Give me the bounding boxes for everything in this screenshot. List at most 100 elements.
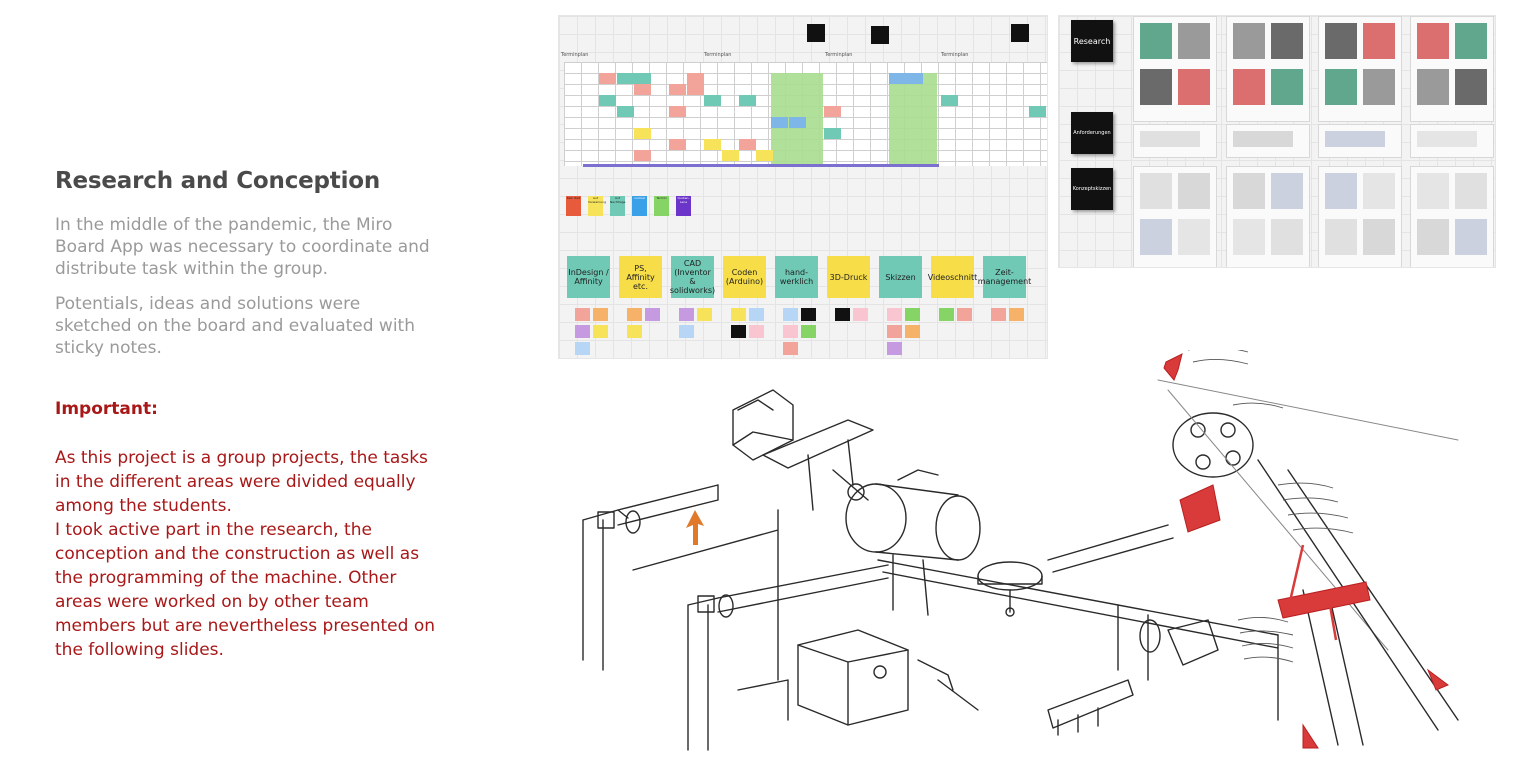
assignment-sticky-note xyxy=(835,308,850,321)
board-note-requirements: Anforderungen xyxy=(1071,112,1113,154)
frame-thumbnail xyxy=(1325,23,1357,59)
frame-thumbnail xyxy=(1178,69,1210,105)
schedule-section-label: Terminplan xyxy=(941,52,969,58)
schedule-cell xyxy=(669,106,686,117)
board-frame xyxy=(1226,124,1310,158)
assignment-sticky-note xyxy=(939,308,954,321)
schedule-cell xyxy=(634,128,651,139)
schedule-cell xyxy=(669,139,686,150)
intro-paragraph: In the middle of the pandemic, the Miro … xyxy=(55,215,430,279)
miro-board-research: Research Anforderungen Konzeptskizzen xyxy=(1058,15,1496,268)
assignment-sticky-note xyxy=(801,325,816,338)
assignment-sticky-note xyxy=(887,308,902,321)
assignment-sticky-note xyxy=(627,325,642,338)
task-sticky-note: Coden (Arduino) xyxy=(723,256,766,298)
frame-thumbnail xyxy=(1140,131,1200,147)
assignment-sticky-note xyxy=(887,325,902,338)
frame-thumbnail xyxy=(1140,23,1172,59)
assignment-sticky-note xyxy=(783,308,798,321)
legend-sticky-note: normal xyxy=(632,196,647,216)
frame-thumbnail xyxy=(1178,219,1210,255)
schedule-cell xyxy=(889,73,906,84)
frame-thumbnail xyxy=(1325,219,1357,255)
assignment-sticky-note xyxy=(749,308,764,321)
assignment-sticky-note xyxy=(627,308,642,321)
schedule-cell xyxy=(617,106,634,117)
assignment-sticky-note xyxy=(731,308,746,321)
assignment-sticky-note xyxy=(749,325,764,338)
assignment-sticky-note xyxy=(575,308,590,321)
important-heading: Important: xyxy=(55,399,158,419)
schedule-cell xyxy=(789,117,806,128)
schedule-cell xyxy=(687,73,704,84)
schedule-timeline-bar xyxy=(583,164,939,167)
frame-thumbnail xyxy=(1325,131,1385,147)
assignment-sticky-note xyxy=(905,325,920,338)
frame-thumbnail xyxy=(1417,69,1449,105)
frame-thumbnail xyxy=(1178,23,1210,59)
assignment-sticky-note xyxy=(679,308,694,321)
frame-thumbnail xyxy=(1455,219,1487,255)
assignment-sticky-note xyxy=(679,325,694,338)
task-sticky-note: InDesign / Affinity xyxy=(567,256,610,298)
frame-thumbnail xyxy=(1233,219,1265,255)
schedule-cell xyxy=(617,73,634,84)
schedule-cell xyxy=(634,84,651,95)
schedule-cell xyxy=(771,117,788,128)
schedule-callout-note xyxy=(807,24,825,42)
page-title: Research and Conception xyxy=(55,168,381,194)
sticky-notes-paragraph: Potentials, ideas and solutions were ske… xyxy=(55,294,415,358)
assignment-sticky-note xyxy=(905,308,920,321)
assignment-sticky-note xyxy=(593,308,608,321)
assignment-sticky-note xyxy=(957,308,972,321)
frame-thumbnail xyxy=(1417,23,1449,59)
assignment-sticky-note xyxy=(801,308,816,321)
legend-sticky-note: Termin xyxy=(654,196,669,216)
schedule-cell xyxy=(906,73,923,84)
schedule-cell xyxy=(704,95,721,106)
frame-thumbnail xyxy=(1233,69,1265,105)
frame-thumbnail xyxy=(1417,131,1477,147)
schedule-cell xyxy=(824,106,841,117)
assignment-sticky-note xyxy=(645,308,660,321)
assignment-sticky-note xyxy=(887,342,902,355)
text-column: Research and Conception In the middle of… xyxy=(55,168,440,662)
legend-sticky-note: Auf Vorwarnung xyxy=(588,196,606,216)
important-text-2: I took active part in the research, the … xyxy=(55,520,436,660)
task-sticky-note: PS, Affinity etc. xyxy=(619,256,662,298)
assignment-sticky-note xyxy=(1009,308,1024,321)
schedule-section-label: Terminplan xyxy=(825,52,853,58)
assignment-sticky-note xyxy=(853,308,868,321)
schedule-cell xyxy=(739,95,756,106)
schedule-date-block xyxy=(889,73,937,165)
legend-sticky-note: Kein Zeit xyxy=(566,196,581,216)
board-frame xyxy=(1318,124,1402,158)
frame-thumbnail xyxy=(1271,173,1303,209)
frame-thumbnail xyxy=(1363,23,1395,59)
schedule-callout-note xyxy=(871,26,889,44)
board-frame xyxy=(1410,166,1494,267)
assignment-sticky-note xyxy=(991,308,1006,321)
assignment-sticky-note xyxy=(575,342,590,355)
task-sticky-note: 3D-Druck xyxy=(827,256,870,298)
schedule-cell xyxy=(824,128,841,139)
frame-thumbnail xyxy=(1233,23,1265,59)
legend-sticky-note: Quoten-Lena xyxy=(676,196,691,216)
important-text-1: As this project is a group projects, the… xyxy=(55,448,428,516)
legend-sticky-note: Auf Nachfrage xyxy=(610,196,626,216)
task-sticky-note: CAD (Inventor & solidworks) xyxy=(670,256,715,298)
board-frame xyxy=(1410,124,1494,158)
schedule-cell xyxy=(669,84,686,95)
board-frame xyxy=(1410,16,1494,122)
frame-thumbnail xyxy=(1455,173,1487,209)
board-frame xyxy=(1318,16,1402,122)
schedule-section-label: Terminplan xyxy=(704,52,732,58)
board-frame xyxy=(1318,166,1402,267)
frame-thumbnail xyxy=(1363,219,1395,255)
schedule-cell xyxy=(599,73,616,84)
schedule-cell xyxy=(756,150,773,161)
board-note-research: Research xyxy=(1071,20,1113,62)
schedule-cell xyxy=(1029,106,1046,117)
frame-thumbnail xyxy=(1455,23,1487,59)
